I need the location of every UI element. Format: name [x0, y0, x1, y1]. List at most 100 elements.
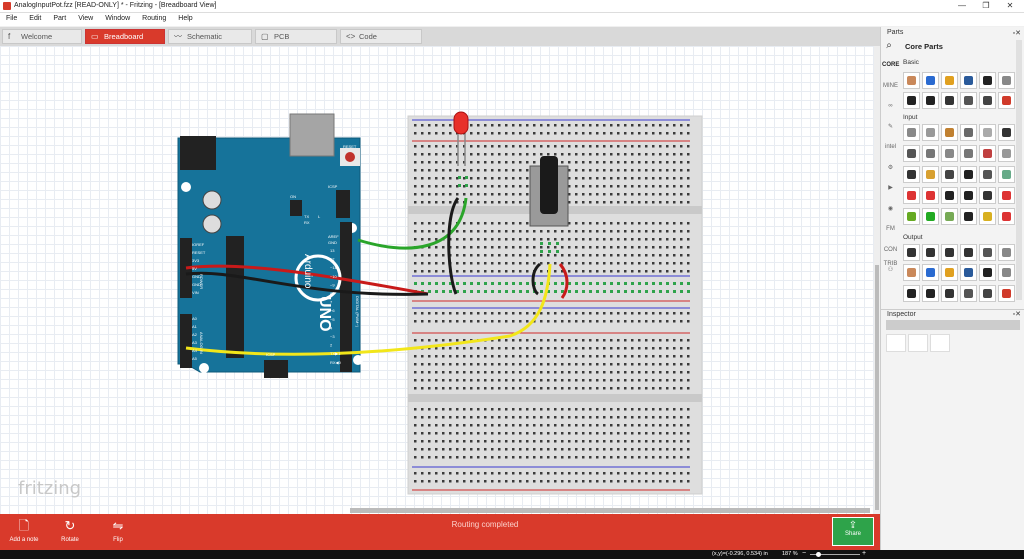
part-item[interactable]	[903, 208, 920, 225]
rotate-button[interactable]: ↻Rotate	[46, 514, 94, 550]
part-item[interactable]	[960, 124, 977, 141]
arduino-uno-board[interactable]	[177, 113, 363, 378]
part-item[interactable]	[922, 187, 939, 204]
part-item[interactable]	[941, 124, 958, 141]
part-item[interactable]	[960, 244, 977, 261]
part-item[interactable]	[941, 92, 958, 109]
flip-button[interactable]: ⇋Flip	[94, 514, 142, 550]
maximize-button[interactable]: ❐	[982, 1, 990, 10]
part-item[interactable]	[941, 166, 958, 183]
part-item[interactable]	[960, 72, 977, 89]
menu-file[interactable]: File	[6, 15, 18, 22]
part-item[interactable]	[979, 285, 996, 302]
part-item[interactable]	[960, 166, 977, 183]
parts-bin-tab[interactable]: intel	[884, 144, 896, 150]
parts-bin-tab[interactable]: ∞	[888, 103, 893, 109]
part-item[interactable]	[922, 285, 939, 302]
part-item[interactable]	[979, 145, 996, 162]
part-item[interactable]	[998, 124, 1015, 141]
parts-bin-tab[interactable]: ✎	[887, 123, 894, 130]
panel-float-close-icon[interactable]: ▫✕	[1012, 30, 1021, 37]
menu-routing[interactable]: Routing	[142, 15, 167, 22]
menu-help[interactable]: Help	[178, 15, 193, 22]
part-item[interactable]	[960, 92, 977, 109]
part-item[interactable]	[960, 187, 977, 204]
wires[interactable]	[185, 197, 569, 356]
part-item[interactable]	[998, 166, 1015, 183]
menu-edit[interactable]: Edit	[29, 15, 42, 22]
part-item[interactable]	[922, 124, 939, 141]
part-item[interactable]	[998, 244, 1015, 261]
zoom-out-icon[interactable]: −	[802, 550, 807, 557]
parts-bin-tab[interactable]: CON TRIB	[883, 246, 898, 267]
zoom-slider[interactable]	[810, 554, 860, 555]
part-item[interactable]	[979, 187, 996, 204]
part-item[interactable]	[922, 145, 939, 162]
part-item[interactable]	[941, 264, 958, 281]
part-item[interactable]	[960, 285, 977, 302]
part-item[interactable]	[941, 187, 958, 204]
part-item[interactable]	[941, 145, 958, 162]
part-item[interactable]	[998, 208, 1015, 225]
part-item[interactable]	[998, 145, 1015, 162]
tab-breadboard[interactable]: ▭Breadboard	[85, 29, 165, 44]
part-item[interactable]	[979, 264, 996, 281]
part-item[interactable]	[979, 124, 996, 141]
part-item[interactable]	[903, 166, 920, 183]
parts-bin-tab[interactable]: ⚇	[887, 267, 894, 273]
horizontal-scroll-thumb[interactable]	[350, 508, 870, 513]
part-item[interactable]	[903, 244, 920, 261]
part-item[interactable]	[903, 92, 920, 109]
part-item[interactable]	[979, 244, 996, 261]
menu-window[interactable]: Window	[105, 15, 131, 22]
parts-bin-tab[interactable]: ⚙	[887, 164, 894, 171]
part-item[interactable]	[979, 92, 996, 109]
part-item[interactable]	[979, 166, 996, 183]
part-item[interactable]	[941, 244, 958, 261]
part-item[interactable]	[960, 208, 977, 225]
part-item[interactable]	[922, 208, 939, 225]
part-item[interactable]	[903, 187, 920, 204]
part-item[interactable]	[960, 145, 977, 162]
part-item[interactable]	[998, 187, 1015, 204]
parts-bin-tab[interactable]: FM	[886, 226, 895, 232]
search-icon[interactable]: ⌕	[886, 40, 892, 51]
vertical-scroll-thumb[interactable]	[875, 265, 879, 510]
zoom-in-icon[interactable]: +	[862, 550, 867, 557]
parts-bin-tab[interactable]: CORE	[882, 62, 900, 68]
part-item[interactable]	[922, 166, 939, 183]
tab-pcb[interactable]: ▢PCB	[255, 29, 337, 44]
tab-code[interactable]: <>Code	[340, 29, 422, 44]
inspector-float-close-icon[interactable]: ▫✕	[1012, 311, 1021, 318]
part-item[interactable]	[922, 244, 939, 261]
zoom-slider-handle[interactable]	[815, 552, 821, 557]
part-item[interactable]	[903, 264, 920, 281]
menu-part[interactable]: Part	[53, 15, 67, 22]
potentiometer[interactable]	[529, 156, 569, 227]
part-item[interactable]	[941, 285, 958, 302]
part-item[interactable]	[903, 124, 920, 141]
parts-bin-tab[interactable]: ▶	[888, 185, 893, 191]
part-item[interactable]	[903, 145, 920, 162]
parts-bin-tab[interactable]: ◉	[887, 205, 894, 212]
part-item[interactable]	[998, 264, 1015, 281]
part-item[interactable]	[998, 72, 1015, 89]
red-led[interactable]	[453, 111, 469, 166]
part-item[interactable]	[941, 72, 958, 89]
menu-view[interactable]: View	[78, 15, 94, 22]
part-item[interactable]	[903, 285, 920, 302]
tab-schematic[interactable]: 〰Schematic	[168, 29, 252, 44]
add-note-button[interactable]: 🗋Add a note	[0, 514, 48, 550]
part-item[interactable]	[922, 72, 939, 89]
part-item[interactable]	[960, 264, 977, 281]
part-item[interactable]	[979, 72, 996, 89]
part-item[interactable]	[922, 92, 939, 109]
share-button[interactable]: ⇪ Share	[832, 517, 874, 546]
part-item[interactable]	[922, 264, 939, 281]
part-item[interactable]	[903, 72, 920, 89]
parts-bin-tab[interactable]: MINE	[883, 82, 898, 89]
part-item[interactable]	[979, 208, 996, 225]
close-button[interactable]: ✕	[1006, 1, 1014, 10]
part-item[interactable]	[941, 208, 958, 225]
